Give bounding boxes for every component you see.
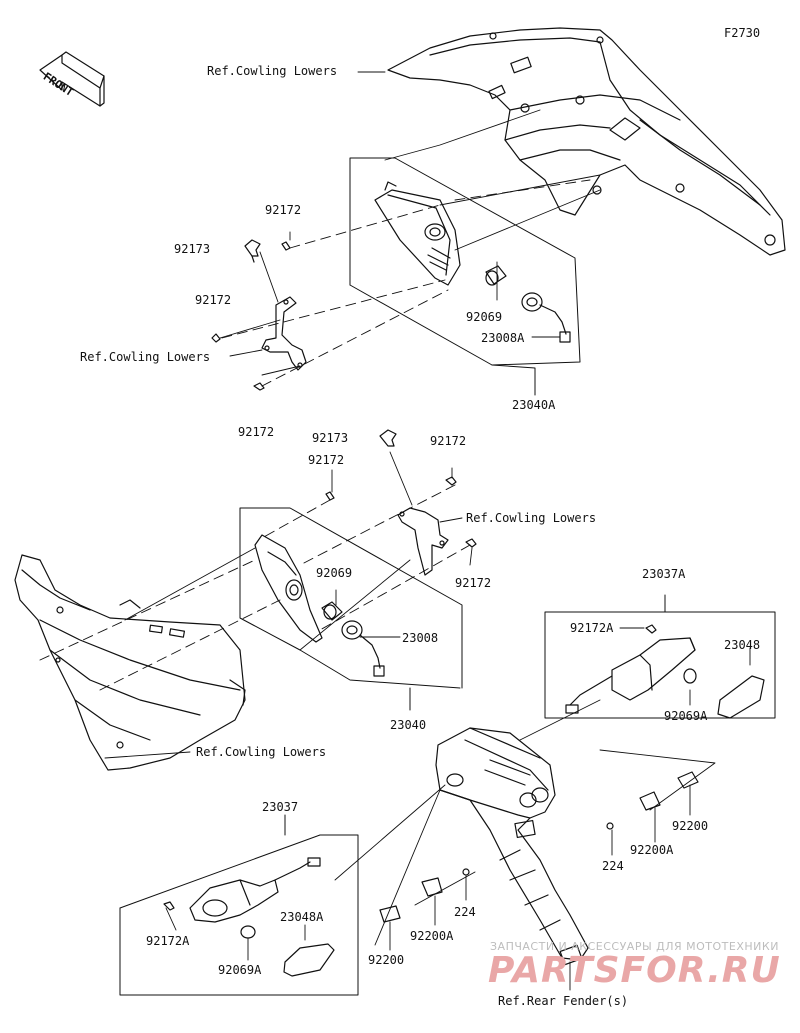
label-92173-b: 92173 <box>312 431 349 445</box>
screw-92172-upper-c <box>253 382 265 391</box>
nut-224-b <box>462 868 470 876</box>
label-ref-rear-fender: Ref.Rear Fender(s) <box>498 994 629 1008</box>
label-92069-a: 92069 <box>466 310 503 324</box>
bulb-92069A-left <box>240 925 256 939</box>
label-92172A-b: 92172A <box>146 934 190 948</box>
label-92173-a: 92173 <box>174 242 211 256</box>
lower-cowling-left <box>14 554 246 771</box>
bracket-upper <box>261 296 307 371</box>
label-92200-b: 92200 <box>368 953 405 967</box>
group-23037A-frame <box>544 594 776 719</box>
label-92172-c: 92172 <box>238 425 275 439</box>
socket-23008A <box>521 292 571 343</box>
label-92172A-a: 92172A <box>570 621 614 635</box>
label-92172-d: 92172 <box>430 434 467 448</box>
bulb-92069-upper <box>485 265 507 286</box>
label-92069A-b: 92069A <box>218 963 262 977</box>
washer-92200A-a <box>639 791 661 811</box>
label-92200A-b: 92200A <box>410 929 454 943</box>
screw-92172-lower-c <box>465 538 477 548</box>
clip-92173-upper <box>244 239 261 263</box>
label-23048A: 23048A <box>280 910 324 924</box>
diagram-code: F2730 <box>724 26 761 40</box>
label-92172-a: 92172 <box>265 203 302 217</box>
upper-cowling-outline <box>387 27 786 256</box>
clip-92173-lower <box>379 429 397 447</box>
label-92172-f: 92172 <box>455 576 492 590</box>
label-ref-cowling-top: Ref.Cowling Lowers <box>207 64 338 78</box>
label-ref-cowling-bottom: Ref.Cowling Lowers <box>196 745 327 759</box>
label-92200A-a: 92200A <box>630 843 674 857</box>
label-23040A: 23040A <box>512 398 556 412</box>
leader-lines-upper <box>219 71 601 376</box>
label-92172-e: 92172 <box>308 453 345 467</box>
rear-turn-signal-right <box>565 637 696 714</box>
rear-mount-lines <box>334 699 716 991</box>
label-92069-b: 92069 <box>316 566 353 580</box>
guide-lines-lower <box>39 484 471 691</box>
label-ref-cowling-left: Ref.Cowling Lowers <box>80 350 211 364</box>
label-92069A-a: 92069A <box>664 709 708 723</box>
label-92172-b: 92172 <box>195 293 232 307</box>
watermark-tagline: ЗАПЧАСТИ И АКСЕССУАРЫ ДЛЯ МОТОТЕХНИКИ <box>490 940 779 953</box>
front-turn-signal-upper <box>374 181 461 286</box>
bulb-92069A-right <box>683 668 697 684</box>
group-23040A-frame <box>349 157 581 396</box>
label-23008: 23008 <box>402 631 439 645</box>
grommet-92200-a <box>677 771 699 789</box>
leader-lines-lower <box>104 451 473 759</box>
screw-92172-lower-b <box>325 491 335 501</box>
bulb-92069-lower <box>321 601 343 621</box>
screw-92172-upper-b <box>211 333 221 343</box>
label-224-b: 224 <box>454 905 476 919</box>
rear-turn-signal-left <box>189 857 321 923</box>
washer-92200A-b <box>421 877 443 897</box>
lens-23048 <box>717 675 765 719</box>
screw-92172-lower-a <box>445 476 457 486</box>
label-ref-cowling-mid: Ref.Cowling Lowers <box>466 511 597 525</box>
label-23037A: 23037A <box>642 567 686 581</box>
screw-92172A-left <box>163 901 175 911</box>
nut-224-a <box>606 822 614 830</box>
screw-92172A-right <box>645 624 657 634</box>
leader-lines-rear <box>165 627 751 961</box>
label-23040: 23040 <box>390 718 427 732</box>
front-arrow-icon <box>39 51 105 107</box>
label-92200-a: 92200 <box>672 819 709 833</box>
rear-fender-bracket <box>435 727 589 966</box>
label-23048: 23048 <box>724 638 761 652</box>
socket-23008 <box>341 620 385 677</box>
watermark-logo: PARTSFOR.RU <box>488 950 781 991</box>
label-23008A: 23008A <box>481 331 525 345</box>
front-turn-signal-lower <box>254 534 323 643</box>
group-23040-frame <box>239 507 463 711</box>
group-23037-frame <box>119 814 359 996</box>
guide-lines-upper <box>221 179 591 387</box>
screw-92172-upper-a <box>281 241 291 251</box>
label-224-a: 224 <box>602 859 624 873</box>
label-23037: 23037 <box>262 800 299 814</box>
lens-23048A <box>283 943 335 977</box>
bracket-lower <box>397 507 449 576</box>
